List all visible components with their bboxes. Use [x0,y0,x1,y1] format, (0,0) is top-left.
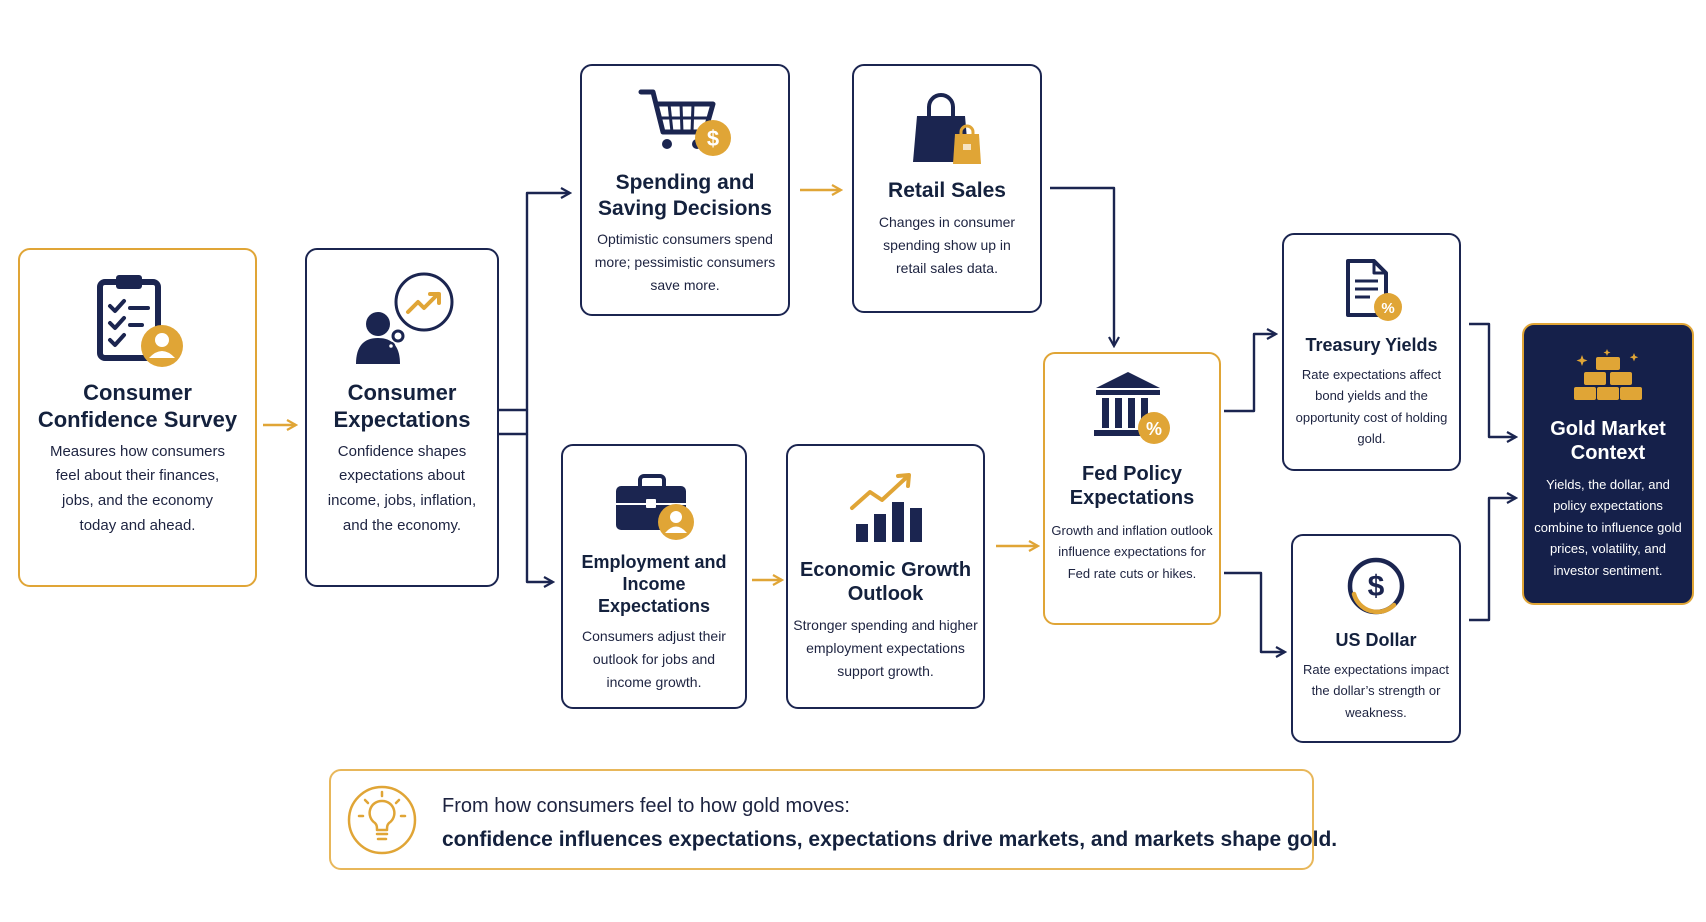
node-description: Rate expectations impact the dollar’s st… [1303,661,1449,720]
arrow-fed-to-dollar [1224,571,1285,652]
node-title: Spending and Saving Decisions [598,171,772,220]
arrow-treasury-to-gold [1469,322,1516,437]
node-title: Retail Sales [888,179,1006,202]
arrow-expectations-to-spending [525,193,570,410]
svg-text:$: $ [1368,570,1385,603]
arrow-retail-to-fed [1050,186,1114,346]
bank-percent-icon: % [1094,372,1170,444]
node-employment-income-expectations: Employment and Income Expectations Consu… [561,444,747,709]
node-title: US Dollar [1335,630,1417,650]
node-consumer-expectations: Consumer Expectations Confidence shapes … [305,248,499,587]
node-description: Measures how consumers feel about their … [49,442,226,534]
node-fed-policy-expectations: % Fed Policy Expectations Growth and inf… [1043,352,1221,625]
person-thought-bubble-icon [356,272,454,364]
node-description: Confidence shapes expectations about inc… [327,442,477,534]
node-title: Consumer Expectations [333,380,471,432]
shopping-bag-icon [913,93,981,164]
clipboard-person-icon [96,275,183,367]
node-title: Economic Growth Outlook [799,559,972,606]
node-description: Yields, the dollar, and policy expectati… [1534,476,1682,578]
briefcase-person-icon [616,474,694,540]
summary-callout: From how consumers feel to how gold move… [329,769,1337,870]
node-title: Consumer Confidence Survey [37,380,238,432]
node-consumer-confidence-survey: Consumer Confidence Survey Measures how … [18,248,257,587]
gold-bars-icon [1574,349,1642,400]
node-spending-saving-decisions: $ Spending and Saving Decisions Optimist… [580,64,790,316]
arrow-dollar-to-gold [1469,498,1516,622]
node-us-dollar: $ US Dollar Rate expectations impact the… [1291,534,1461,743]
shopping-cart-dollar-icon: $ [638,89,731,156]
node-title: Treasury Yields [1305,335,1438,355]
node-description: Stronger spending and higher employment … [793,616,978,679]
node-title: Employment and Income Expectations [581,552,727,616]
lightbulb-icon [347,785,417,855]
node-treasury-yields: % Treasury Yields Rate expectations affe… [1282,233,1461,471]
dollar-circle-icon: $ [1347,557,1405,615]
node-retail-sales: Retail Sales Changes in consumer spendin… [852,64,1042,313]
arrow-fed-to-treasury [1224,334,1276,413]
node-description: Consumers adjust their outlook for jobs … [582,627,726,691]
svg-text:%: % [1146,419,1162,439]
node-description: Growth and inflation outlook influence e… [1051,522,1213,581]
callout-key-message: confidence influences expectations, expe… [442,828,1338,851]
node-title: Gold Market Context [1550,418,1666,465]
document-percent-icon: % [1345,259,1402,321]
svg-text:$: $ [707,126,719,151]
node-description: Optimistic consumers spend more; pessimi… [594,231,776,294]
callout-intro-text: From how consumers feel to how gold move… [442,795,850,817]
node-description: Rate expectations affect bond yields and… [1295,366,1448,447]
svg-text:%: % [1381,300,1394,317]
node-title: Fed Policy Expectations [1069,463,1195,510]
bar-chart-growth-icon [849,473,922,542]
connector-expectations-split [499,408,529,436]
node-description: Changes in consumer spending show up in … [878,213,1016,276]
node-gold-market-context: Gold Market Context Yields, the dollar, … [1522,323,1694,605]
node-economic-growth-outlook: Economic Growth Outlook Stronger spendin… [786,444,985,709]
arrow-expectations-to-employment [525,434,553,582]
